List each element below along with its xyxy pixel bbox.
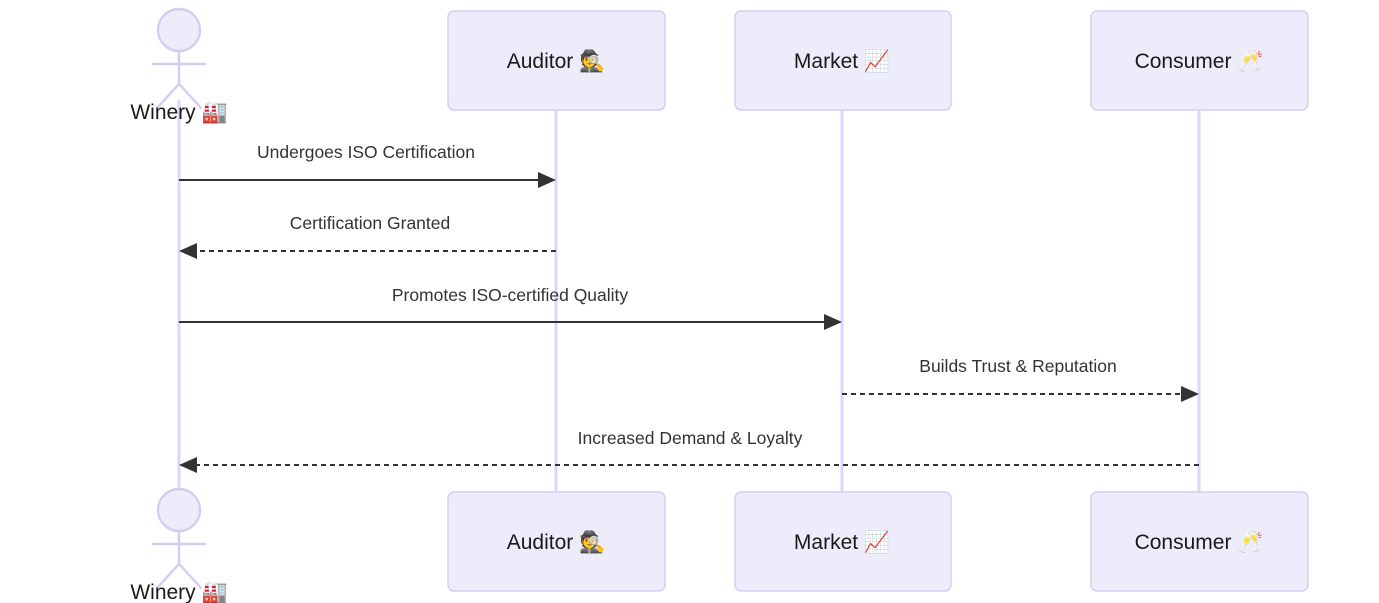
message-1[interactable]: Undergoes ISO Certification [179,142,556,188]
participant-auditor-top[interactable]: Auditor 🕵️ [447,10,666,111]
actor-leg-right-icon [177,562,203,590]
participant-box-consumer-bottom[interactable] [1090,491,1309,592]
message-arrowhead-5 [179,457,197,473]
participant-consumer-top[interactable]: Consumer 🥂 [1090,10,1309,111]
message-2[interactable]: Certification Granted [179,213,556,259]
participant-label-winery-bottom: Winery 🏭 [130,581,227,603]
participant-label-market-bottom: Market 📈 [794,529,890,554]
participant-box-auditor-bottom[interactable] [447,491,666,592]
message-3[interactable]: Promotes ISO-certified Quality [179,285,842,330]
actor-leg-left-icon [155,82,181,110]
actor-head-icon [156,7,202,53]
message-label-4: Builds Trust & Reputation [919,356,1116,376]
participant-winery-top[interactable]: Winery 🏭 [130,7,228,124]
lifelines-group [177,100,1201,500]
message-label-3: Promotes ISO-certified Quality [392,285,629,305]
message-arrowhead-3 [824,314,842,330]
participant-auditor-bottom[interactable]: Auditor 🕵️ [447,491,666,592]
message-arrowhead-1 [538,172,556,188]
message-4[interactable]: Builds Trust & Reputation [842,356,1199,402]
message-arrowhead-4 [1181,386,1199,402]
participant-box-consumer-top[interactable] [1090,10,1309,111]
message-label-5: Increased Demand & Loyalty [578,428,803,448]
actor-head-icon [156,487,202,533]
participant-label-auditor-top: Auditor 🕵️ [507,48,606,73]
message-label-2: Certification Granted [290,213,451,233]
message-label-1: Undergoes ISO Certification [257,142,475,162]
participant-market-bottom[interactable]: Market 📈 [734,491,952,592]
message-arrowhead-2 [179,243,197,259]
participant-box-auditor-top[interactable] [447,10,666,111]
participant-label-winery-top: Winery 🏭 [130,101,227,124]
actor-leg-right-icon [177,82,203,110]
participant-box-market-bottom[interactable] [734,491,952,592]
participant-winery-bottom[interactable]: Winery 🏭 [130,487,228,603]
participant-consumer-bottom[interactable]: Consumer 🥂 [1090,491,1309,592]
participant-label-market-top: Market 📈 [794,48,890,73]
participant-label-consumer-top: Consumer 🥂 [1135,49,1264,73]
participant-box-market-top[interactable] [734,10,952,111]
message-5[interactable]: Increased Demand & Loyalty [179,428,1199,473]
participant-label-auditor-bottom: Auditor 🕵️ [507,529,606,554]
participant-market-top[interactable]: Market 📈 [734,10,952,111]
participant-label-consumer-bottom: Consumer 🥂 [1135,530,1264,554]
actor-leg-left-icon [155,562,181,590]
